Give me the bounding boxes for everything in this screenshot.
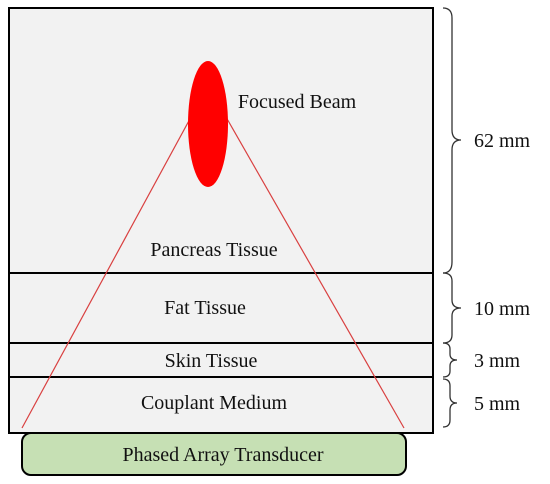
transducer-label: Phased Array Transducer — [122, 444, 323, 466]
fat-layer — [9, 273, 433, 343]
brace-10mm — [442, 272, 462, 344]
dimension-10mm-label: 10 mm — [474, 298, 531, 320]
focused-beam-label: Focused Beam — [238, 91, 357, 113]
brace-62mm — [442, 7, 462, 274]
beam-line-right — [225, 116, 405, 429]
skin-layer — [9, 343, 433, 377]
skin-tissue-label: Skin Tissue — [165, 350, 258, 372]
dimension-5mm-label: 5 mm — [474, 393, 521, 415]
fat-tissue-label: Fat Tissue — [164, 297, 246, 319]
dimension-62mm-label: 62 mm — [474, 130, 531, 152]
pancreas-tissue-label: Pancreas Tissue — [150, 239, 277, 261]
couplant-medium-label: Couplant Medium — [141, 392, 288, 414]
couplant-layer — [9, 377, 433, 433]
focused-beam-spot — [188, 61, 228, 187]
beam-line-left — [21, 116, 192, 429]
phased-array-transducer — [21, 432, 407, 476]
brace-3mm — [442, 342, 458, 378]
dimension-3mm-label: 3 mm — [474, 350, 521, 372]
brace-5mm — [442, 378, 458, 428]
